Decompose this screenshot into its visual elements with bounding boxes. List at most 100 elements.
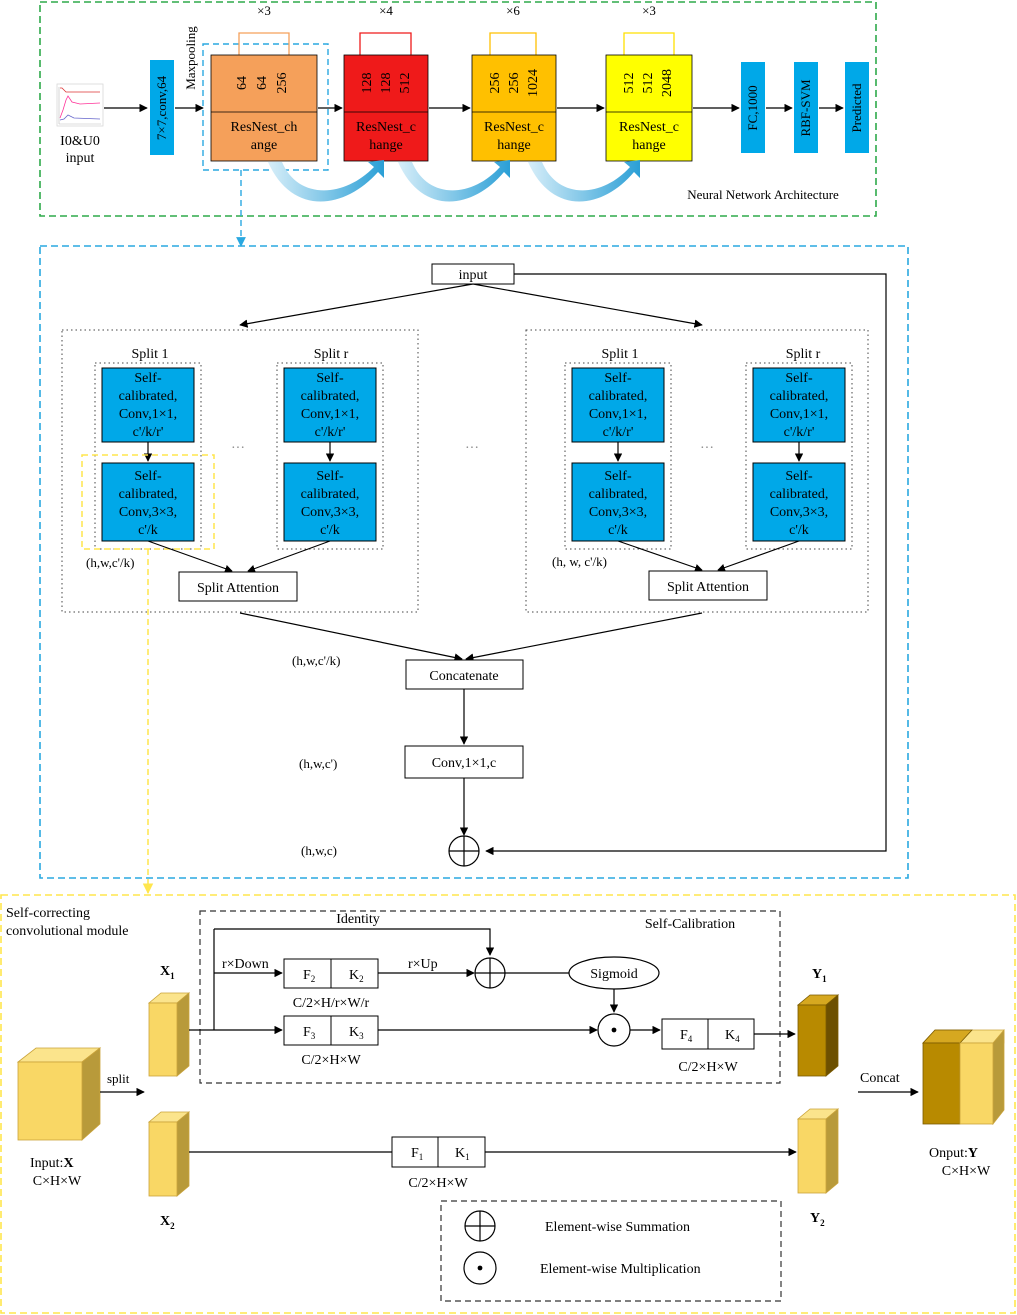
input-label-line2: input <box>66 151 95 166</box>
left-splitr-conv3x3-l1: Self- <box>316 469 344 484</box>
concatenate-box <box>405 659 524 690</box>
left-split1-conv1x1-l1: Self- <box>134 371 162 386</box>
inner-mult-icon <box>597 1013 631 1047</box>
k3-label: K3 <box>349 1025 364 1041</box>
input-signal-thumbnail <box>56 83 104 127</box>
left-split1-conv1x1-l3: Conv,1×1, <box>119 407 177 422</box>
right-split1-conv1x1-l4: c'/k/r' <box>603 425 634 440</box>
right-splitr-label: Split r <box>786 347 821 362</box>
module-title-line1: Self-correcting <box>6 906 90 921</box>
right-splitr-conv1x1-l4: c'/k/r' <box>784 425 815 440</box>
left-split1-conv1x1-l4: c'/k/r' <box>133 425 164 440</box>
up-label: r×Up <box>408 957 438 972</box>
right-splitr-conv3x3 <box>752 462 846 542</box>
right-split-attention-label: Split Attention <box>667 580 749 595</box>
sigmoid-label: Sigmoid <box>590 967 637 982</box>
f3-dim: C/2×H×W <box>301 1053 361 1068</box>
output-prefix: Onput:Y <box>929 1146 978 1161</box>
right-split1-conv3x3-l3: Conv,3×3, <box>589 505 647 520</box>
left-splitr-conv1x1 <box>283 367 377 443</box>
input-cube <box>16 1047 102 1141</box>
maxpooling-label: Maxpooling <box>183 26 198 90</box>
left-split1-conv3x3-l4: c'/k <box>138 523 158 538</box>
y2-label: Y2 <box>810 1211 825 1228</box>
k1-label: K1 <box>455 1146 470 1162</box>
left-split1-label: Split 1 <box>132 347 169 362</box>
right-splitr-conv1x1-l1: Self- <box>785 371 813 386</box>
architecture-panel: Neural Network Architecture I0&U0 input … <box>39 1 877 247</box>
f3-label: F3 <box>303 1025 316 1041</box>
conv-final-label: Conv,1×1,c <box>432 756 497 771</box>
right-splitr-conv3x3-l1: Self- <box>785 469 813 484</box>
left-dim-label: (h,w,c'/k) <box>86 555 134 570</box>
right-splitr-conv1x1-l3: Conv,1×1, <box>770 407 828 422</box>
stage1-block <box>210 54 318 162</box>
inner-sum-icon <box>474 957 506 989</box>
right-split1-conv1x1-l3: Conv,1×1, <box>589 407 647 422</box>
stage4-repeat: ×3 <box>642 3 656 18</box>
stage4-block <box>605 54 693 162</box>
stage1-highlight <box>202 43 329 171</box>
stage4-name1: ResNest_c <box>619 120 679 135</box>
stage4-ch2: 2048 <box>660 69 675 97</box>
right-ellipsis-inner: ··· <box>700 441 714 456</box>
right-splitr-conv1x1-l2: calibrated, <box>770 389 829 404</box>
stage4-ch0: 512 <box>622 73 637 94</box>
k2-label: K2 <box>349 968 364 984</box>
down-label: r×Down <box>222 957 269 972</box>
legend: Element-wise Summation Element-wise Mult… <box>440 1200 782 1302</box>
stage4-ch1: 512 <box>641 73 656 94</box>
stage2-name2: hange <box>369 138 402 153</box>
cardinal-group-left: Split 1 Split r Self- calibrated, Conv,1… <box>61 329 419 613</box>
x1-cube <box>147 992 191 1077</box>
right-dim-label: (h, w, c'/k) <box>552 554 607 569</box>
predicted-label: Predicted <box>849 83 864 133</box>
stage3-repeat: ×6 <box>506 3 520 18</box>
architecture-caption: Neural Network Architecture <box>687 187 839 202</box>
stage2-ch2: 512 <box>398 73 413 94</box>
stage2-block <box>343 54 429 162</box>
architecture-frame <box>39 1 877 217</box>
stage-2: ×4 128 128 512 ResNest_c hange <box>343 3 429 162</box>
left-split1-conv3x3 <box>101 462 195 542</box>
legend-mult-label: Element-wise Multiplication <box>540 1262 701 1277</box>
stage2-ch0: 128 <box>360 73 375 94</box>
y1-cube <box>796 994 840 1077</box>
conv7x7-label: 7×7,conv,64 <box>154 75 169 140</box>
stage2-ch1: 128 <box>379 73 394 94</box>
input-prefix: Input:X <box>30 1156 74 1171</box>
input-label-line1: I0&U0 <box>60 134 100 149</box>
y1-label: Y1 <box>812 967 827 984</box>
right-split1-conv1x1 <box>571 367 665 443</box>
stage3-name1: ResNest_c <box>484 120 544 135</box>
stage3-name2: hange <box>497 138 530 153</box>
skip-curves <box>268 160 640 202</box>
concat-dim-label: (h,w,c'/k) <box>292 653 340 668</box>
right-split1-conv3x3-l2: calibrated, <box>589 487 648 502</box>
input-dim: C×H×W <box>33 1174 82 1189</box>
left-split1-conv3x3-l1: Self- <box>134 469 162 484</box>
stage3-ch2: 1024 <box>526 69 541 97</box>
output-dim: C×H×W <box>942 1164 991 1179</box>
left-splitr-label: Split r <box>314 347 349 362</box>
self-calibration-title: Self-Calibration <box>645 917 735 932</box>
f1-dim: C/2×H×W <box>408 1176 468 1191</box>
right-splitr-conv3x3-l2: calibrated, <box>770 487 829 502</box>
stage3-ch1: 256 <box>507 73 522 94</box>
y2-cube <box>796 1108 840 1194</box>
module-title-line2: convolutional module <box>6 924 128 939</box>
f1-label: F1 <box>411 1146 423 1162</box>
fc-block <box>741 62 765 153</box>
conv-dim-label: (h,w,c') <box>299 756 337 771</box>
resnest-panel: input Split 1 Split r Self- calibrated, … <box>39 245 909 895</box>
self-calibration-panel: Self-correcting convolutional module Sel… <box>0 894 1016 1314</box>
left-split1-conv3x3-l2: calibrated, <box>119 487 178 502</box>
element-sum-icon <box>448 835 480 867</box>
sum-dim-label: (h,w,c) <box>301 843 337 858</box>
stage1-name2: ange <box>251 138 277 153</box>
self-calibration-frame <box>0 894 1016 1314</box>
k4-label: K4 <box>725 1028 740 1044</box>
resnest-frame <box>39 245 909 879</box>
stage2-name1: ResNest_c <box>356 120 416 135</box>
left-splitr-conv3x3-l2: calibrated, <box>301 487 360 502</box>
